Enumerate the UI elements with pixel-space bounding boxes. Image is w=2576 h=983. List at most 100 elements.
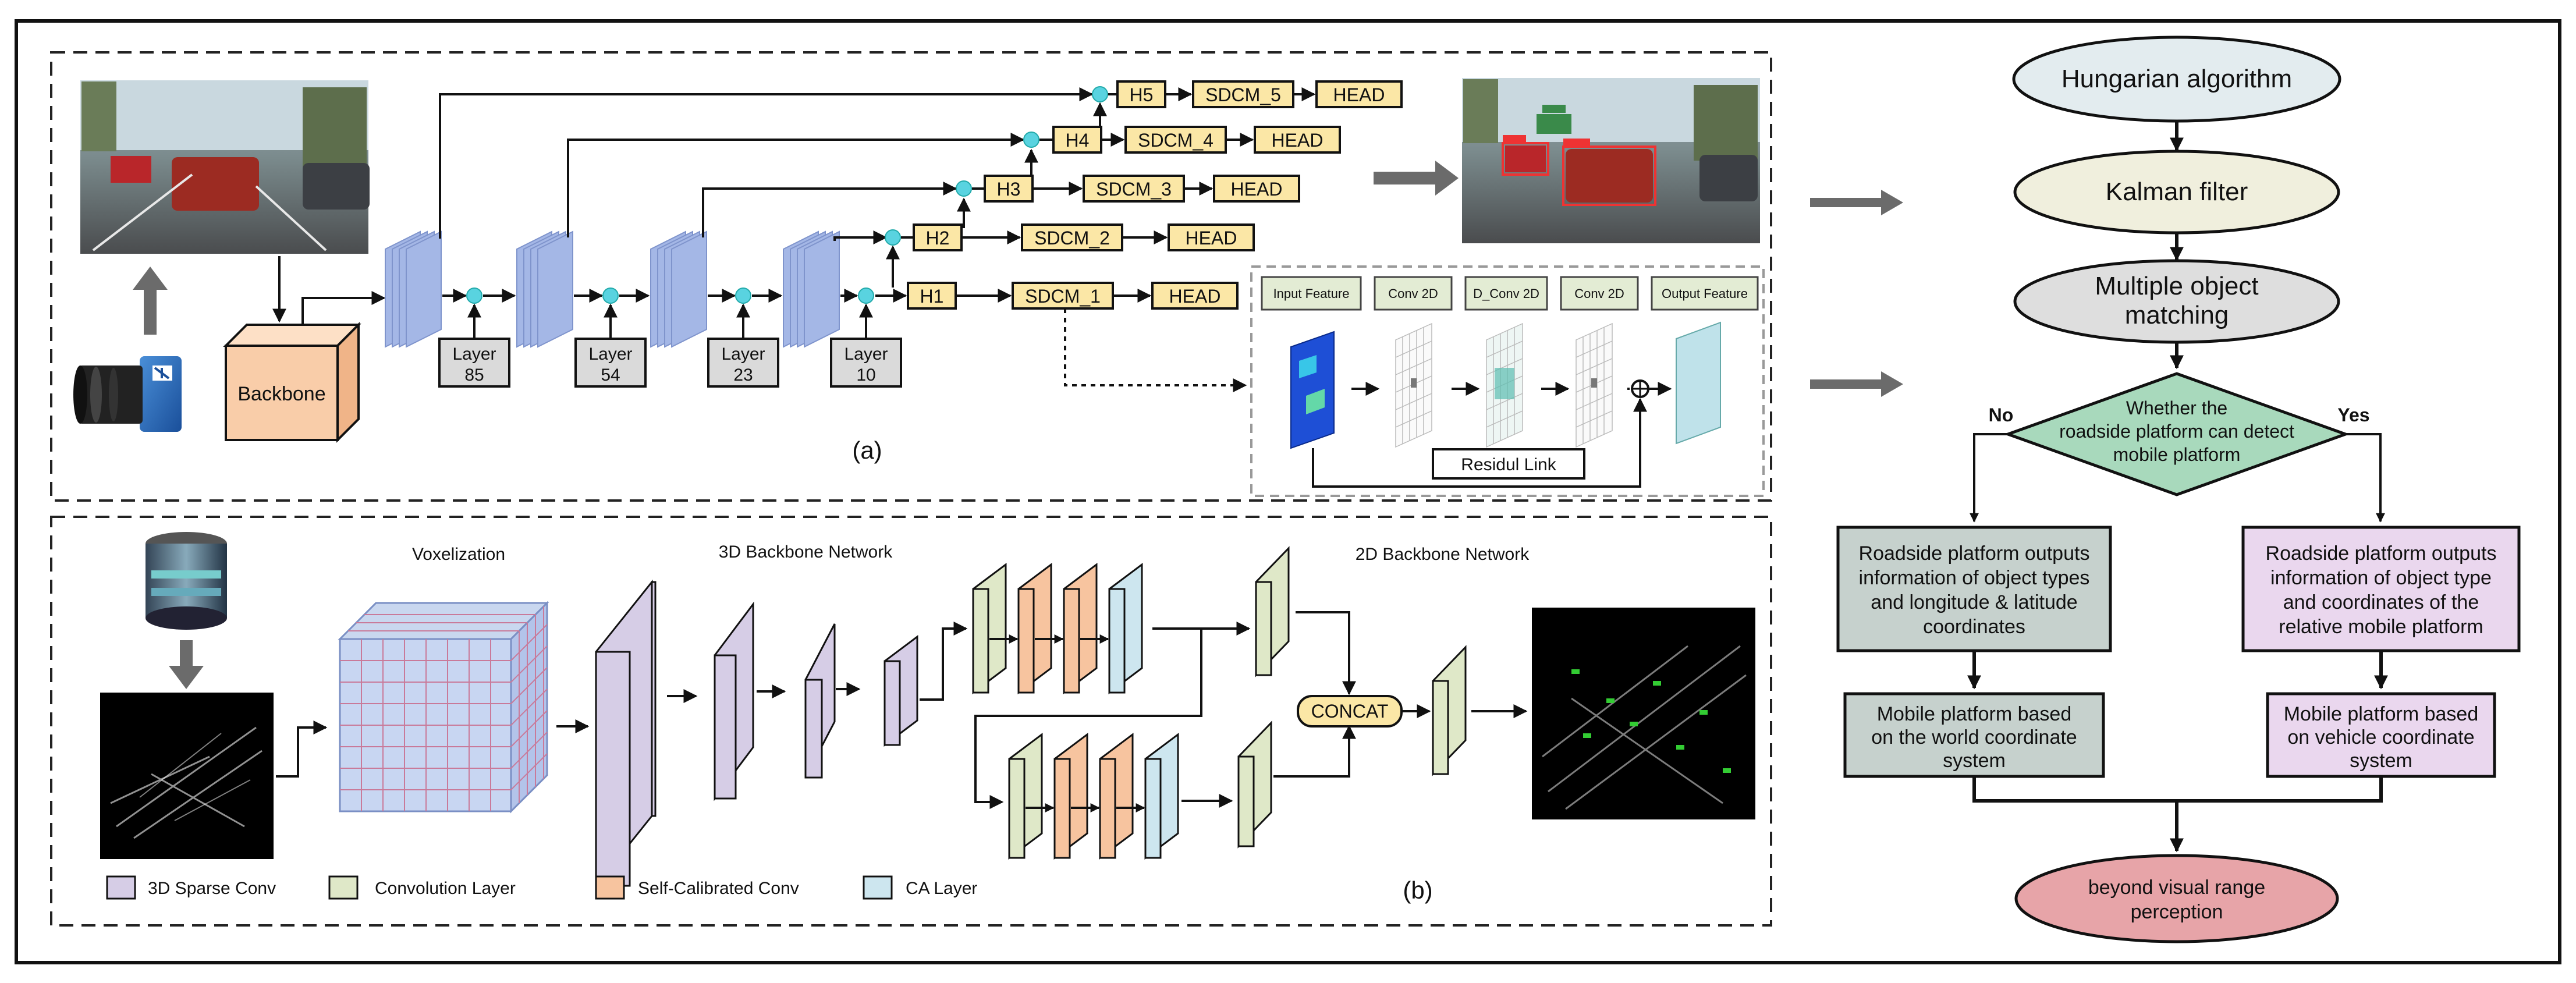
h-label: H1: [920, 286, 944, 307]
sdcm-label: SDCM_3: [1096, 179, 1172, 200]
feature-stack-3: [650, 230, 707, 348]
tracking-flowchart: Hungarian algorithm Kalman filter Multip…: [1836, 36, 2521, 943]
backbone2d-blocks: [1237, 546, 1467, 849]
skip-connections: [439, 87, 1094, 244]
head-fusion: [885, 86, 1108, 288]
left-output-line: and longitude & latitude: [1871, 591, 2077, 613]
sdcm-step-label: D_Conv 2D: [1473, 286, 1539, 301]
no-label: No: [1989, 404, 2014, 425]
layer-label: Layer: [721, 345, 765, 364]
fusion-dot: [602, 288, 619, 304]
point-cloud-output: [1532, 608, 1755, 819]
world-coordinate-line: system: [1943, 750, 2006, 772]
right-output-line: information of object type: [2270, 567, 2492, 589]
sdcm-label: SDCM_5: [1205, 84, 1281, 105]
head-dot: [1092, 86, 1108, 102]
sdcm-module-border: [1250, 265, 1765, 497]
fusion-dot: [858, 288, 874, 304]
backbone-label: Backbone: [237, 383, 325, 405]
feature-stack-2: [516, 230, 573, 348]
head-label: HEAD: [1186, 228, 1237, 249]
conv-grid: [1576, 322, 1613, 448]
world-coordinate-line: Mobile platform based: [1877, 703, 2072, 725]
concat-label: CONCAT: [1311, 701, 1389, 722]
vehicle-coordinate-line: system: [2350, 750, 2412, 772]
sdcm-detail-link: [1064, 308, 1247, 392]
kalman-label: Kalman filter: [2106, 178, 2248, 206]
h-label: H2: [926, 228, 950, 249]
input-road-image: [80, 80, 370, 254]
head-label: HEAD: [1333, 84, 1385, 105]
panel-b-caption: (b): [1403, 876, 1432, 904]
sdcm-step-label: Input Feature: [1273, 286, 1350, 301]
legend-swatch: [106, 875, 136, 900]
layer-label: Layer: [844, 345, 888, 364]
feature-stack-1: [385, 230, 442, 348]
head-dot: [885, 229, 901, 246]
layer-label: Layer: [452, 345, 496, 364]
legend-swatch: [863, 875, 893, 900]
outer-frame: [15, 19, 2561, 964]
lower-branch: [1008, 733, 1179, 860]
voxel-grid: [338, 601, 549, 814]
head-label: HEAD: [1231, 179, 1283, 200]
legend-swatch: [328, 875, 359, 900]
backbone3d-blocks: [595, 579, 918, 889]
legend-label: CA Layer: [906, 879, 977, 898]
layer-label: Layer: [588, 345, 632, 364]
camera-icon: [73, 356, 182, 432]
head-label: HEAD: [1169, 286, 1221, 307]
left-output-line: Roadside platform outputs: [1859, 542, 2090, 565]
layer-number: 10: [856, 365, 875, 385]
final-perception-node: [2014, 854, 2339, 943]
sdcm-module-detail: Input Feature Conv 2D D_Conv 2D Conv 2D …: [1250, 265, 1765, 497]
output-detection-image: [1462, 78, 1760, 243]
point-cloud-input: [100, 693, 274, 859]
detection-heads: H5 SDCM_5 HEAD H4 SDCM_4 HEAD H3 SDCM_3: [901, 80, 1403, 310]
sdcm-step-label: Output Feature: [1662, 286, 1748, 301]
yes-label: Yes: [2337, 404, 2369, 425]
backbone-block: Backbone: [223, 322, 361, 443]
final-label-2: perception: [2131, 901, 2223, 923]
output-feature-map: [1676, 321, 1721, 445]
final-label-1: beyond visual range: [2088, 876, 2265, 899]
legend-label: Self-Calibrated Conv: [638, 879, 799, 898]
hungarian-label: Hungarian algorithm: [2061, 65, 2292, 93]
legend-label: 3D Sparse Conv: [148, 879, 276, 898]
matching-label-2: matching: [2125, 301, 2229, 329]
sdcm-label: SDCM_1: [1025, 286, 1101, 307]
matching-label-1: Multiple object: [2095, 272, 2258, 300]
head-dot: [1023, 132, 1039, 148]
panel-a: Backbone: [50, 51, 1772, 502]
right-output-line: and coordinates of the: [2283, 591, 2479, 613]
connector-arrows: [1810, 190, 1903, 397]
sdcm-step-label: Conv 2D: [1574, 286, 1624, 301]
decision-node: [2003, 372, 2350, 496]
lidar-icon: [146, 532, 227, 630]
dconv-grid: [1486, 322, 1523, 448]
left-output-line: information of object types: [1859, 567, 2090, 589]
head-label: HEAD: [1272, 130, 1324, 151]
layer-boxes: Layer 85 Layer 54 Layer 23 Layer 10: [438, 303, 902, 388]
upper-branch: [972, 563, 1143, 694]
head-dot: [956, 180, 972, 197]
legend-swatch: [595, 875, 625, 900]
layer-number: 85: [464, 365, 484, 385]
backbone3d-label: 3D Backbone Network: [719, 542, 893, 562]
sdcm-label: SDCM_4: [1138, 130, 1214, 151]
legend: 3D Sparse Conv Convolution Layer Self-Ca…: [106, 875, 977, 900]
panel-a-caption: (a): [852, 437, 882, 464]
backbone2d-label: 2D Backbone Network: [1356, 545, 1530, 564]
vehicle-coordinate-line: on vehicle coordinate: [2287, 726, 2474, 748]
vehicle-coordinate-line: Mobile platform based: [2284, 703, 2479, 725]
vehicle-coordinate-box: [2266, 692, 2496, 778]
legend-label: Convolution Layer: [375, 879, 516, 898]
world-coordinate-box: [1843, 692, 2105, 778]
world-coordinate-line: on the world coordinate: [1871, 726, 2077, 748]
decision-label-2: roadside platform can detect: [2059, 421, 2294, 442]
h-label: H5: [1130, 84, 1154, 105]
sdcm-step-label: Conv 2D: [1388, 286, 1438, 301]
left-output-box: [1836, 526, 2112, 652]
input-feature-map: [1290, 331, 1335, 449]
